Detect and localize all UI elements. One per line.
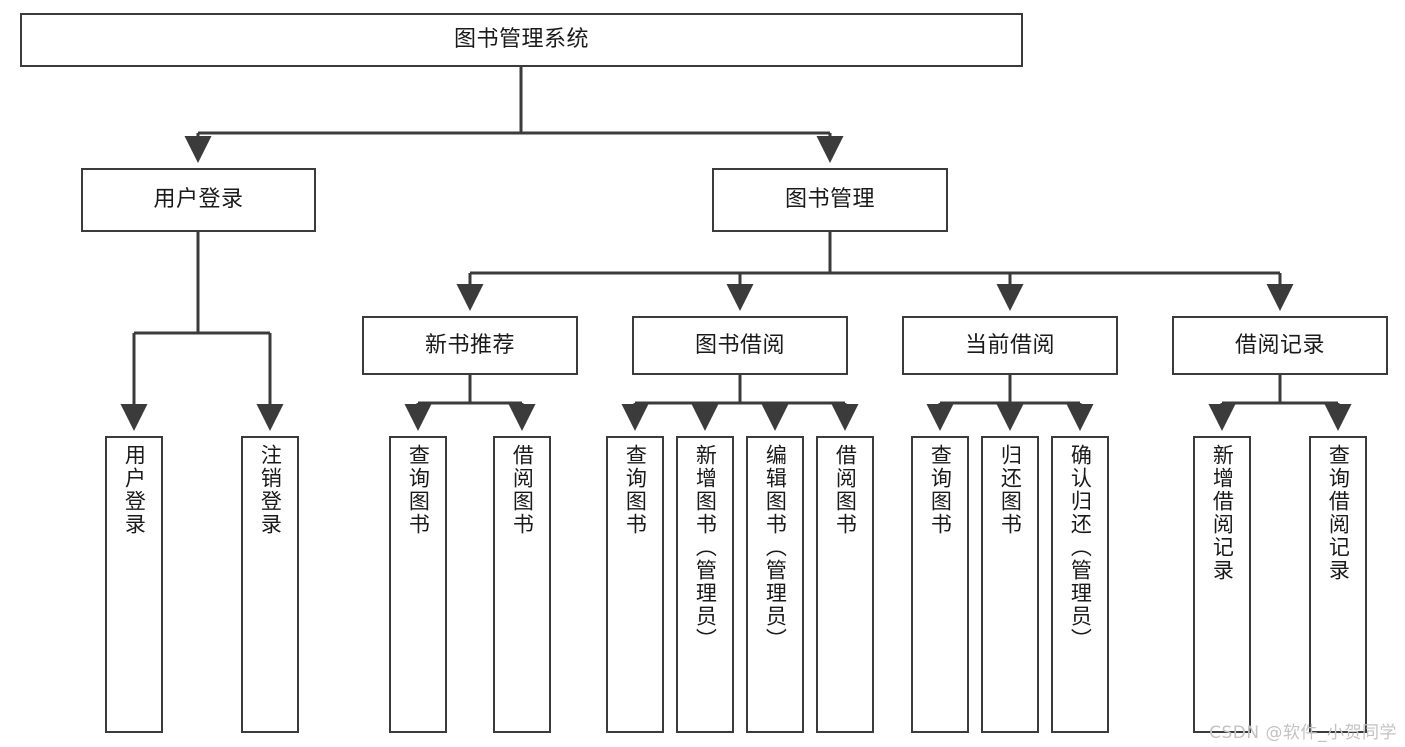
node-leaf-query-book-3-label: 查询图书 [928, 444, 953, 536]
csdn-watermark: CSDN @软件_小贺同学 [1209, 723, 1397, 743]
node-book-manage-label: 图书管理 [784, 187, 875, 213]
node-leaf-edit-book[interactable]: 编辑图书（管理员） [746, 436, 804, 733]
node-leaf-query-book-3[interactable]: 查询图书 [911, 436, 969, 733]
node-user-login-label: 用户登录 [153, 187, 244, 213]
node-leaf-add-record[interactable]: 新增借阅记录 [1193, 436, 1251, 733]
node-borrow-record[interactable]: 借阅记录 [1172, 316, 1388, 375]
node-leaf-borrow-book-1-label: 借阅图书 [510, 444, 535, 536]
node-user-login[interactable]: 用户登录 [81, 168, 316, 232]
node-leaf-user-login-label: 用户登录 [122, 444, 147, 536]
node-leaf-add-book-label: 新增图书（管理员） [693, 444, 718, 651]
node-book-borrow-label: 图书借阅 [694, 332, 785, 358]
node-leaf-query-book-2[interactable]: 查询图书 [606, 436, 664, 733]
node-current-borrow[interactable]: 当前借阅 [902, 316, 1118, 375]
node-leaf-query-book-2-label: 查询图书 [623, 444, 648, 536]
node-leaf-logout-login-label: 注销登录 [258, 444, 283, 536]
node-book-borrow[interactable]: 图书借阅 [632, 316, 848, 375]
node-root-label: 图书管理系统 [453, 27, 589, 53]
node-leaf-user-login[interactable]: 用户登录 [105, 436, 163, 733]
node-new-book-recommend[interactable]: 新书推荐 [362, 316, 578, 375]
node-book-manage[interactable]: 图书管理 [712, 168, 948, 232]
node-leaf-query-book-1-label: 查询图书 [406, 444, 431, 536]
node-leaf-logout-login[interactable]: 注销登录 [241, 436, 299, 733]
node-new-book-recommend-label: 新书推荐 [424, 332, 515, 358]
node-leaf-borrow-book-2-label: 借阅图书 [833, 444, 858, 536]
node-borrow-record-label: 借阅记录 [1234, 332, 1325, 358]
node-leaf-confirm-return-label: 确认归还（管理员） [1068, 444, 1093, 651]
node-leaf-add-record-label: 新增借阅记录 [1210, 444, 1235, 582]
node-root[interactable]: 图书管理系统 [20, 13, 1023, 67]
node-leaf-edit-book-label: 编辑图书（管理员） [763, 444, 788, 651]
node-leaf-add-book[interactable]: 新增图书（管理员） [676, 436, 734, 733]
node-leaf-borrow-book-1[interactable]: 借阅图书 [493, 436, 551, 733]
node-leaf-query-book-1[interactable]: 查询图书 [389, 436, 447, 733]
node-leaf-return-book-label: 归还图书 [998, 444, 1023, 536]
node-leaf-return-book[interactable]: 归还图书 [981, 436, 1039, 733]
node-leaf-query-record-label: 查询借阅记录 [1326, 444, 1351, 582]
node-current-borrow-label: 当前借阅 [964, 332, 1055, 358]
node-leaf-borrow-book-2[interactable]: 借阅图书 [816, 436, 874, 733]
node-leaf-query-record[interactable]: 查询借阅记录 [1309, 436, 1367, 733]
node-leaf-confirm-return[interactable]: 确认归还（管理员） [1051, 436, 1109, 733]
